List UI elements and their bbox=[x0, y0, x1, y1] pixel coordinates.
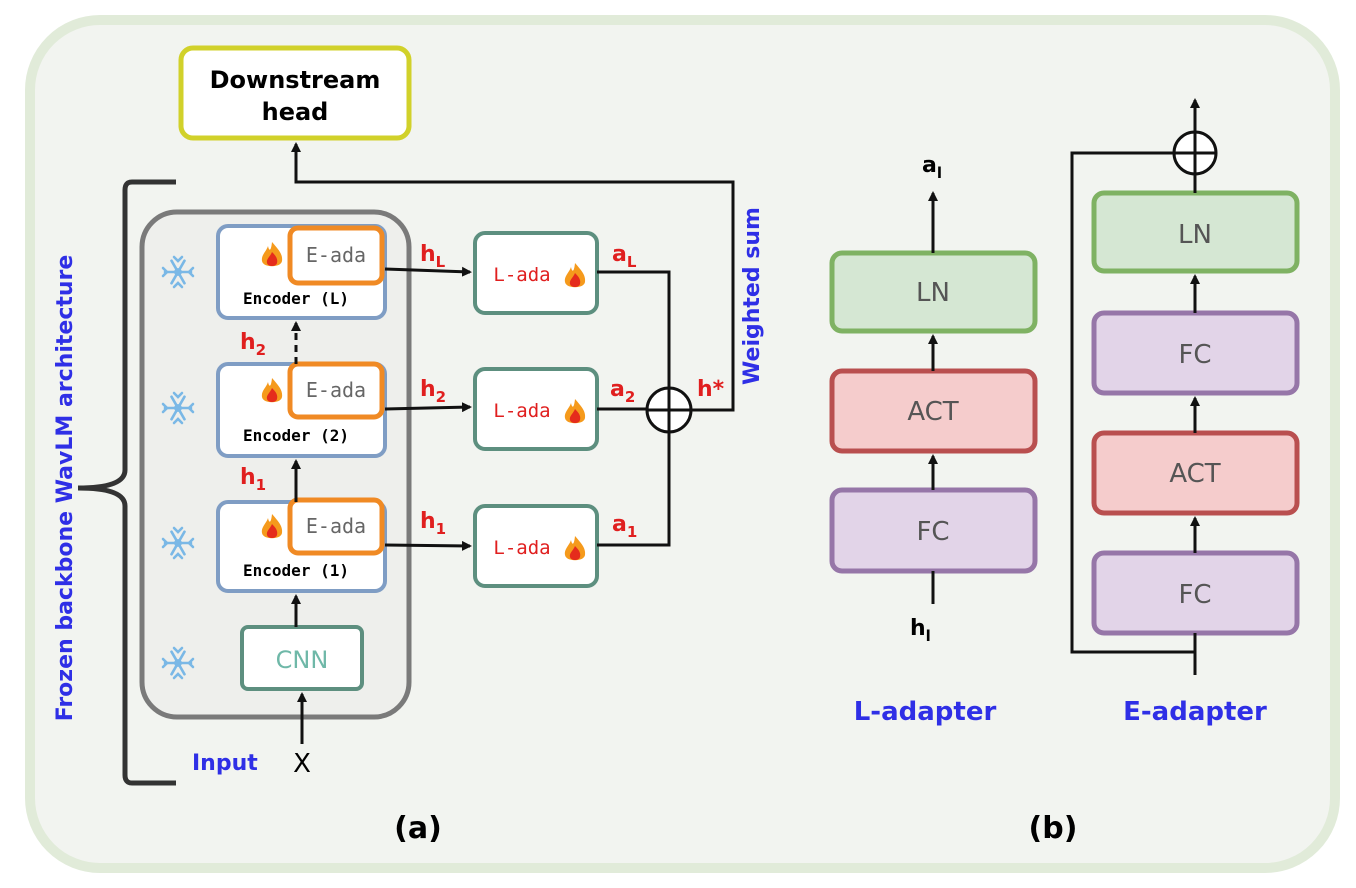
arrow-hL bbox=[384, 266, 472, 277]
a1-label: a1 bbox=[612, 512, 637, 541]
downstream-head-box bbox=[178, 45, 412, 141]
aL-label: aL bbox=[612, 242, 637, 271]
cnn-label: CNN bbox=[276, 646, 329, 674]
encoder-1-label: Encoder (1) bbox=[243, 561, 349, 580]
encoder-L-label: Encoder (L) bbox=[243, 289, 349, 308]
input-symbol: X bbox=[293, 749, 311, 779]
backbone-bracket bbox=[77, 179, 176, 786]
arrow-h1 bbox=[384, 540, 472, 551]
caption-b: (b) bbox=[1029, 811, 1078, 846]
h2-label: h2 bbox=[420, 377, 446, 406]
l-adapter-title: L-adapter bbox=[854, 697, 997, 727]
l-adapter-act-label: ACT bbox=[907, 397, 958, 427]
cnn-box bbox=[240, 625, 364, 691]
h1-label: h1 bbox=[420, 509, 446, 538]
l-ada-2-label: L-ada bbox=[493, 400, 550, 422]
backbone-label: Frozen backbone WavLM architecture bbox=[53, 255, 78, 722]
downstream-head-label-1: Downstream bbox=[210, 66, 381, 94]
e-ada-L-box bbox=[287, 225, 385, 286]
a2-label: a2 bbox=[610, 377, 635, 406]
l-adapter-fc-label: FC bbox=[916, 517, 949, 547]
e-adapter-act-label: ACT bbox=[1169, 459, 1220, 489]
e-adapter-skip-connection bbox=[1070, 151, 1195, 654]
encoder-2-label: Encoder (2) bbox=[243, 426, 349, 445]
line-aL bbox=[597, 270, 671, 388]
l-ada-1-label: L-ada bbox=[493, 537, 550, 559]
input-label: Input bbox=[192, 751, 258, 776]
arrow-h2 bbox=[384, 402, 472, 413]
h-star-label: h* bbox=[697, 377, 725, 402]
e-ada-1-label: E-ada bbox=[306, 514, 366, 538]
line-a1 bbox=[597, 432, 671, 547]
weighted-sum-label: Weighted sum bbox=[740, 207, 765, 385]
l-adapter-output-label: al bbox=[922, 153, 942, 182]
e-adapter-title: E-adapter bbox=[1123, 697, 1267, 727]
h1-label-inner: h1 bbox=[240, 465, 266, 494]
l-adapter-ln-label: LN bbox=[916, 278, 950, 308]
e-ada-1-box bbox=[287, 497, 385, 556]
caption-a: (a) bbox=[394, 811, 442, 846]
h2-label-inner: h2 bbox=[240, 330, 266, 359]
e-ada-L-label: E-ada bbox=[306, 243, 366, 267]
arrow-weighted-sum-to-head bbox=[291, 142, 735, 412]
e-adapter-fc-bottom-label: FC bbox=[1178, 580, 1211, 610]
l-ada-L-label: L-ada bbox=[493, 264, 550, 286]
e-ada-2-label: E-ada bbox=[306, 378, 366, 402]
e-adapter-ln-label: LN bbox=[1178, 220, 1212, 250]
hL-label: hL bbox=[420, 242, 446, 271]
e-adapter-fc-top-label: FC bbox=[1178, 340, 1211, 370]
e-ada-2-box bbox=[287, 361, 385, 420]
l-adapter-input-label: hl bbox=[910, 616, 931, 645]
downstream-head-label-2: head bbox=[262, 98, 329, 126]
